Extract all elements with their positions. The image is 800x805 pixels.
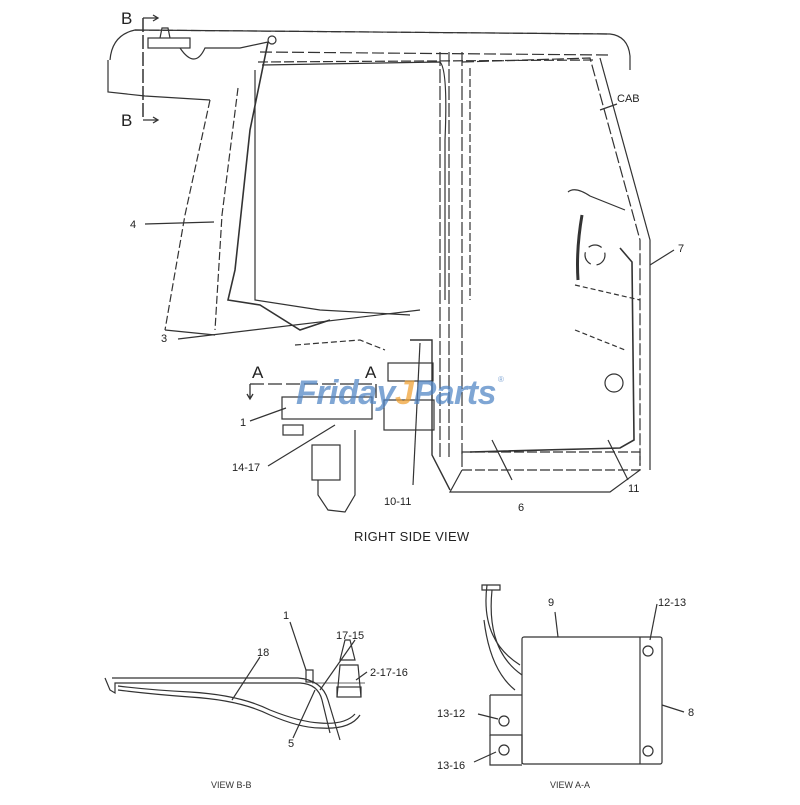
callout-bb-1: 1 [283, 610, 290, 622]
callout-bb-2-17-16: 2-17-16 [370, 667, 408, 679]
callout-4: 4 [130, 219, 137, 231]
callout-cab: CAB [617, 93, 640, 105]
section-marker-a-right: A [365, 363, 377, 382]
view-caption-bb: VIEW B-B [211, 780, 252, 790]
callout-11: 11 [628, 483, 640, 495]
callout-7: 7 [678, 243, 685, 255]
section-marker-b-top: B [121, 9, 133, 28]
callout-3: 3 [161, 333, 168, 345]
callout-bb-18: 18 [257, 647, 270, 659]
section-marker-a-left: A [252, 363, 264, 382]
callout-aa-9: 9 [548, 597, 555, 609]
callout-aa-13-16: 13-16 [437, 760, 466, 772]
callout-aa-12-13: 12-13 [658, 597, 687, 609]
section-marker-b-bottom: B [121, 111, 133, 130]
callout-aa-13-12: 13-12 [437, 708, 466, 720]
callout-1: 1 [240, 417, 247, 429]
callout-10-11: 10-11 [384, 496, 412, 508]
callout-6: 6 [518, 502, 525, 514]
fridayparts-watermark: FridayJParts® [296, 374, 504, 412]
callout-14-17: 14-17 [232, 462, 261, 474]
callout-aa-8: 8 [688, 707, 695, 719]
view-title-right-side: RIGHT SIDE VIEW [354, 529, 470, 544]
callout-bb-17-15: 17-15 [336, 630, 365, 642]
callout-bb-5: 5 [288, 738, 295, 750]
view-caption-aa: VIEW A-A [550, 780, 591, 790]
